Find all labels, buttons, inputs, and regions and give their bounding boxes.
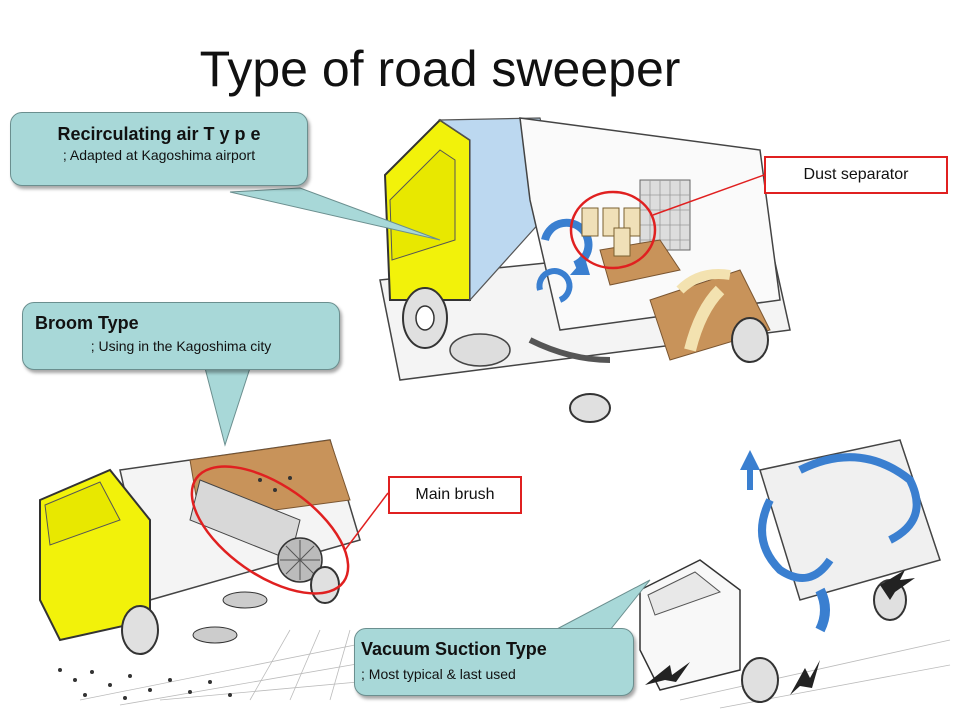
vacuum-suction-type-callout: Vacuum Suction Type ; Most typical & las… (354, 628, 634, 696)
vacuum-suction-truck-illustration (554, 432, 956, 710)
recirculating-air-truck-illustration (229, 117, 791, 423)
callout-subtitle: ; Adapted at Kagoshima airport (62, 147, 256, 163)
callout-title: Vacuum Suction Type (361, 639, 547, 659)
broom-type-truck-illustration (22, 367, 389, 706)
slide-title: Type of road sweeper (199, 41, 681, 97)
recirculating-air-type-callout: Recirculating air T y p e ; Adapted at K… (10, 112, 308, 186)
main-brush-label: Main brush (388, 476, 522, 514)
callout-subtitle: ; Using in the Kagoshima city (90, 338, 272, 354)
callout-title: Broom Type (35, 313, 139, 333)
callout-subtitle: ; Most typical & last used (361, 666, 516, 682)
callout-title: Recirculating air T y p e (57, 124, 261, 144)
dust-separator-label: Dust separator (764, 156, 948, 194)
broom-type-callout: Broom Type ; Using in the Kagoshima city (22, 302, 340, 370)
